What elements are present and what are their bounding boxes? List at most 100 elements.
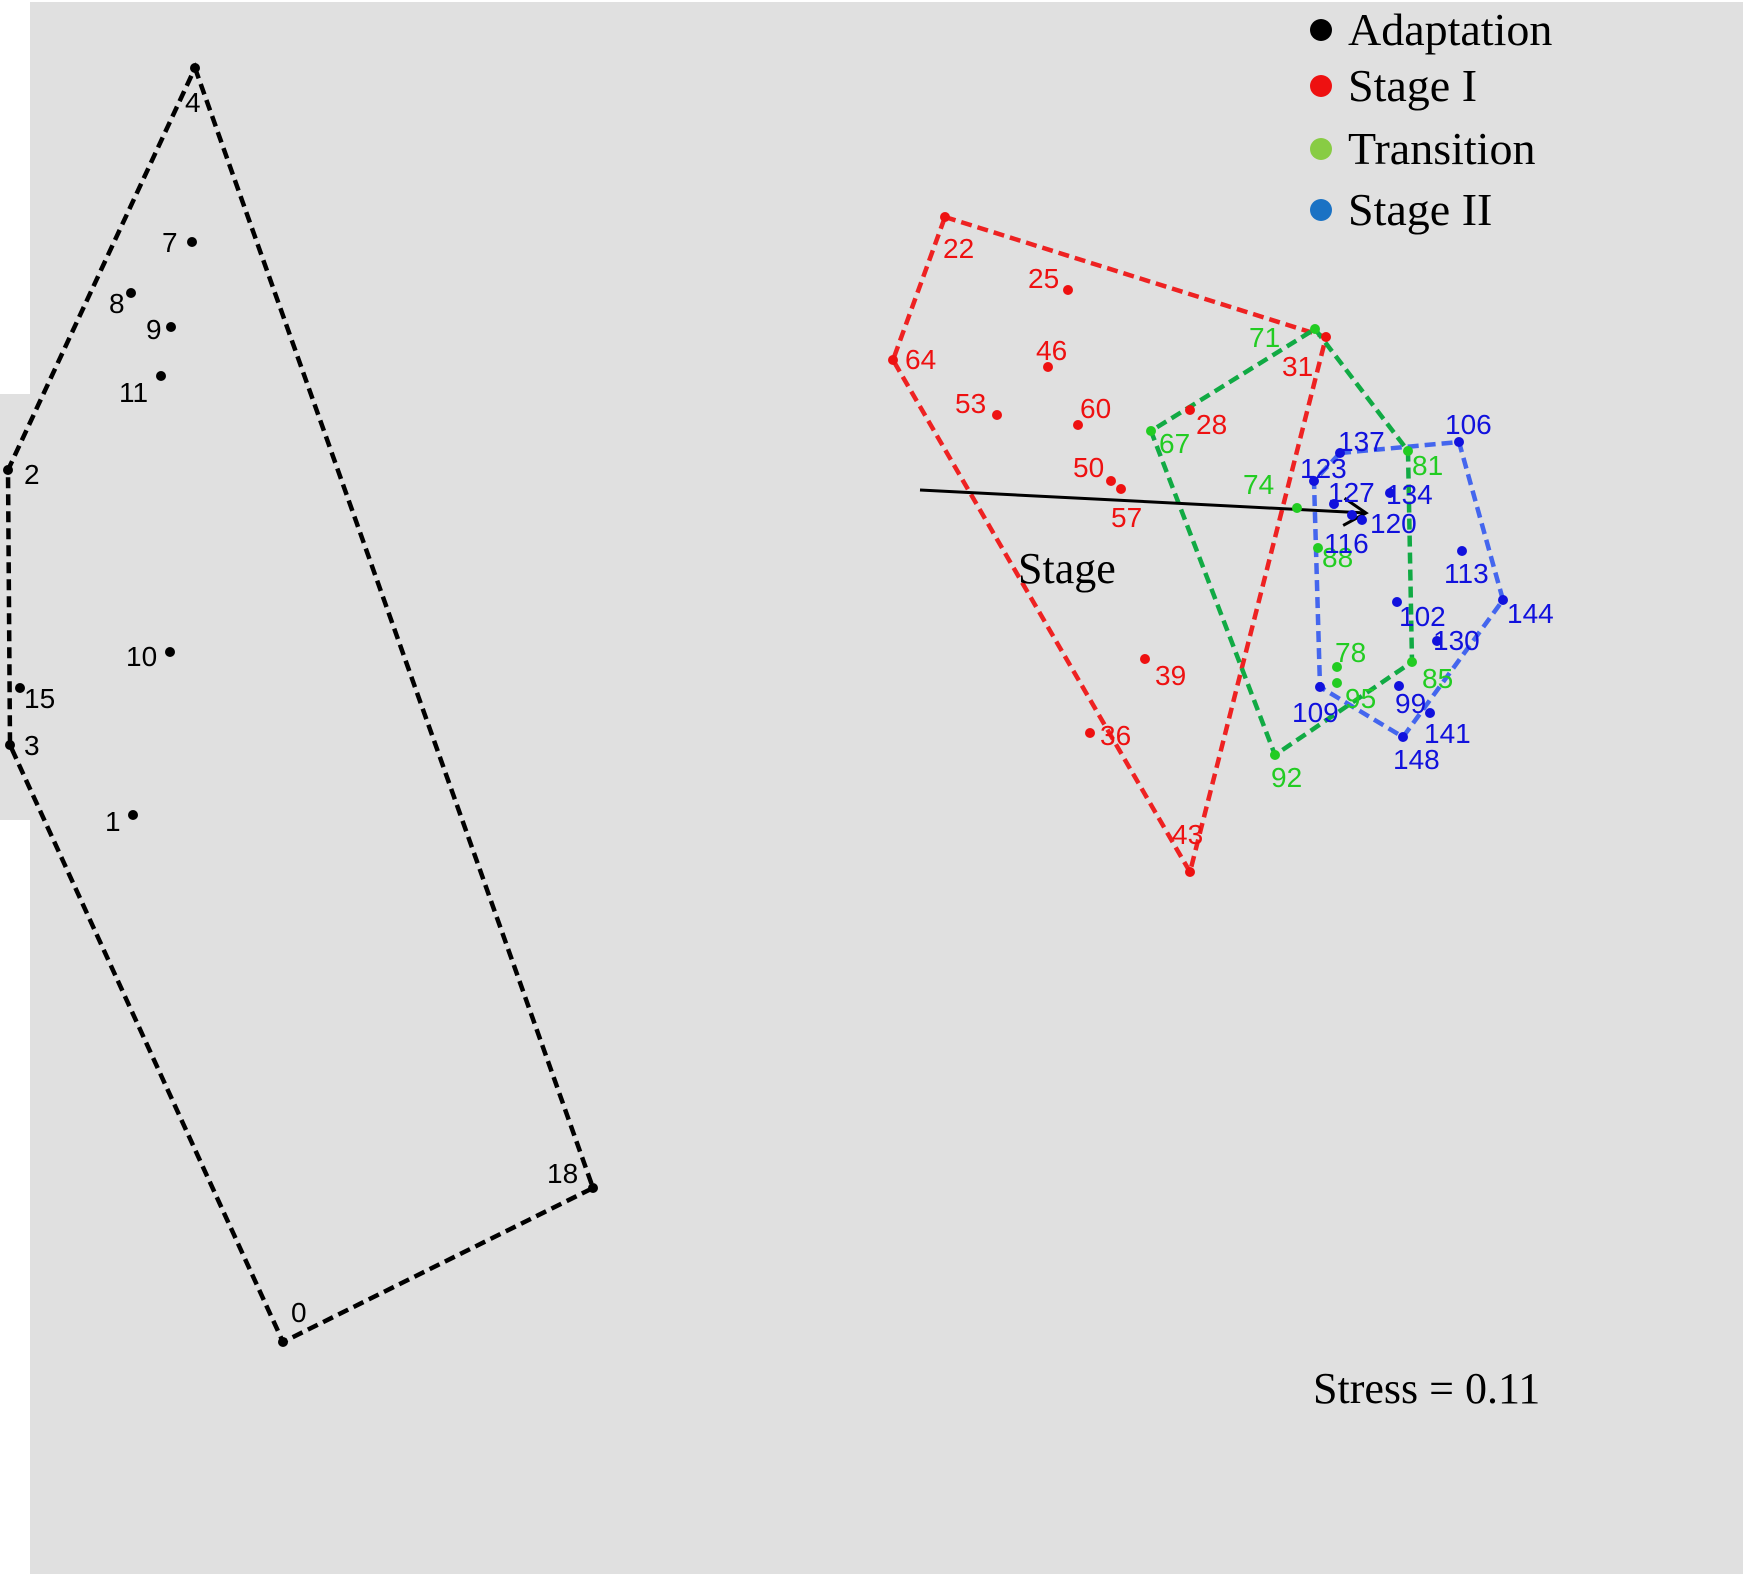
point-label: 81 — [1412, 450, 1443, 481]
data-point — [888, 355, 898, 365]
data-point — [940, 212, 950, 222]
point-label: 141 — [1424, 718, 1471, 749]
point-label: 46 — [1036, 335, 1067, 366]
data-point — [5, 740, 15, 750]
point-label: 1 — [105, 806, 121, 837]
data-point — [1313, 543, 1323, 553]
point-label: 3 — [24, 730, 40, 761]
data-points: 0123478910111518222528313639434650535760… — [3, 63, 1554, 1347]
point-label: 2 — [24, 459, 40, 490]
point-label: 18 — [547, 1158, 578, 1189]
legend-label: Stage II — [1348, 184, 1492, 235]
point-label: 78 — [1335, 637, 1366, 668]
data-point — [1357, 515, 1367, 525]
point-label: 7 — [162, 227, 178, 258]
data-point — [1385, 488, 1395, 498]
data-point — [278, 1337, 288, 1347]
plot-panel-notch — [0, 394, 32, 820]
point-label: 85 — [1422, 663, 1453, 694]
point-label: 57 — [1111, 502, 1142, 533]
data-point — [126, 288, 136, 298]
point-label: 10 — [126, 641, 157, 672]
point-label: 134 — [1386, 479, 1433, 510]
point-label: 22 — [943, 233, 974, 264]
point-label: 25 — [1028, 263, 1059, 294]
hull-adaptation — [5, 62, 596, 1346]
data-point — [1432, 636, 1442, 646]
data-point — [166, 322, 176, 332]
data-point — [128, 810, 138, 820]
point-label: 92 — [1271, 762, 1302, 793]
data-point — [1063, 285, 1073, 295]
data-point — [1185, 405, 1195, 415]
data-point — [588, 1183, 598, 1193]
point-label: 109 — [1292, 697, 1339, 728]
legend-label: Adaptation — [1348, 4, 1552, 55]
point-label: 88 — [1322, 542, 1353, 573]
point-label: 130 — [1433, 625, 1480, 656]
data-point — [1315, 682, 1325, 692]
legend-marker — [1310, 199, 1332, 221]
data-point — [1392, 597, 1402, 607]
point-label: 39 — [1155, 660, 1186, 691]
data-point — [1073, 420, 1083, 430]
legend-label: Stage I — [1348, 60, 1477, 111]
legend-label: Transition — [1348, 123, 1535, 174]
data-point — [190, 63, 200, 73]
point-label: 144 — [1507, 598, 1554, 629]
point-label: 8 — [109, 288, 125, 319]
data-point — [187, 237, 197, 247]
point-label: 43 — [1172, 819, 1203, 850]
data-point — [15, 683, 25, 693]
point-label: 71 — [1249, 322, 1280, 353]
data-point — [1457, 546, 1467, 556]
point-label: 106 — [1445, 409, 1492, 440]
point-label: 148 — [1393, 744, 1440, 775]
data-point — [1321, 332, 1331, 342]
point-label: 123 — [1300, 453, 1347, 484]
data-point — [1398, 732, 1408, 742]
legend-marker — [1310, 19, 1332, 41]
data-point — [156, 371, 166, 381]
data-point — [1085, 728, 1095, 738]
point-label: 53 — [955, 388, 986, 419]
data-point — [1425, 708, 1435, 718]
point-label: 60 — [1080, 393, 1111, 424]
point-label: 64 — [905, 344, 936, 375]
stage-vector-label: Stage — [1018, 544, 1116, 593]
data-point — [1332, 662, 1342, 672]
data-point — [1403, 446, 1413, 456]
data-point — [1270, 750, 1280, 760]
data-point — [3, 465, 13, 475]
data-point — [1332, 678, 1342, 688]
point-label: 9 — [146, 314, 162, 345]
point-label: 11 — [119, 377, 148, 408]
data-point — [1394, 681, 1404, 691]
point-label: 4 — [185, 87, 201, 118]
legend-marker — [1310, 138, 1332, 160]
data-point — [1407, 657, 1417, 667]
point-label: 120 — [1370, 508, 1417, 539]
point-label: 137 — [1338, 426, 1385, 457]
data-point — [1043, 362, 1053, 372]
data-point — [1292, 503, 1302, 513]
data-point — [1309, 476, 1319, 486]
data-point — [1347, 510, 1357, 520]
stage-vector: Stage — [919, 488, 1369, 593]
data-point — [1106, 476, 1116, 486]
point-label: 116 — [1324, 528, 1369, 559]
point-label: 0 — [291, 1297, 307, 1328]
point-label: 74 — [1243, 469, 1274, 500]
point-label: 50 — [1073, 452, 1104, 483]
point-label: 102 — [1399, 601, 1446, 632]
point-label: 113 — [1444, 558, 1489, 589]
point-label: 15 — [24, 683, 55, 714]
data-point — [1185, 867, 1195, 877]
data-point — [1454, 437, 1464, 447]
data-point — [992, 410, 1002, 420]
point-label: 95 — [1345, 683, 1376, 714]
point-label: 31 — [1282, 351, 1313, 382]
data-point — [1140, 654, 1150, 664]
